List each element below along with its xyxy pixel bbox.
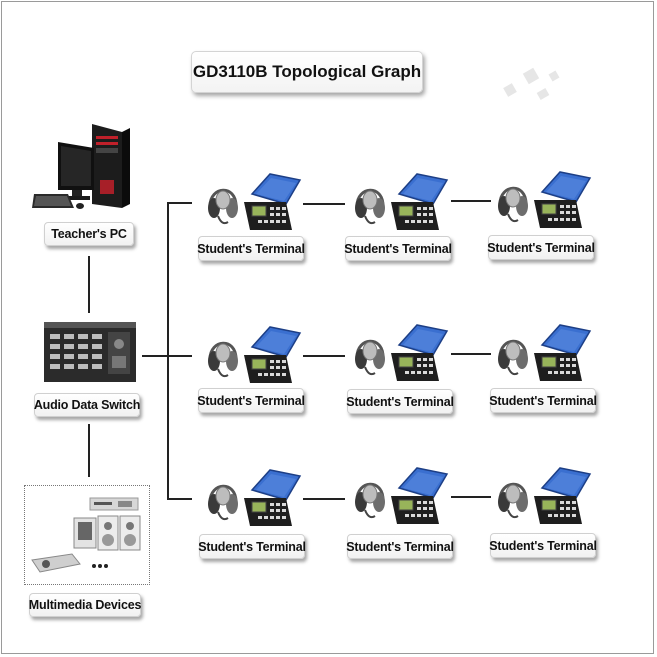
multimedia-devices-icon — [31, 497, 141, 573]
student-terminal-label-r1c2: Student's Terminal — [344, 236, 452, 261]
bus-vertical-connector — [167, 202, 169, 499]
student-terminal-label-r2c3: Student's Terminal — [489, 388, 597, 413]
terminal-device-icon — [534, 467, 592, 524]
multimedia-devices-box — [24, 485, 150, 585]
decorative-mark — [503, 67, 560, 100]
student-terminal-icon-r2c3 — [498, 324, 592, 381]
student-terminal-label-r1c1: Student's Terminal — [197, 236, 305, 261]
row3-link-2 — [451, 496, 491, 498]
student-terminal-icon-r1c1 — [208, 173, 302, 230]
student-terminal-icon-r2c1 — [208, 326, 302, 383]
student-terminal-label-r1c3: Student's Terminal — [487, 235, 595, 260]
terminal-device-icon — [534, 171, 592, 228]
student-terminal-icon-r1c3 — [498, 171, 592, 228]
student-terminal-label-r3c2: Student's Terminal — [346, 534, 454, 559]
student-terminal-icon-r2c2 — [355, 324, 449, 381]
terminal-device-icon — [244, 173, 302, 230]
terminal-device-icon — [534, 324, 592, 381]
headset-icon — [208, 188, 238, 225]
student-terminal-label-r3c1: Student's Terminal — [198, 534, 306, 559]
headset-icon — [498, 186, 528, 223]
diagram-title: GD3110B Topological Graph — [191, 51, 423, 93]
headset-icon — [208, 484, 238, 521]
terminal-device-icon — [244, 469, 302, 526]
student-terminal-label-r2c2: Student's Terminal — [346, 389, 454, 414]
audio-switch-rack-icon — [44, 322, 136, 382]
headset-icon — [355, 188, 385, 225]
row1-link-2 — [451, 200, 491, 202]
headset-icon — [355, 482, 385, 519]
student-terminal-icon-r3c2 — [355, 467, 449, 524]
pc-switch-connector — [88, 256, 90, 313]
terminal-device-icon — [391, 324, 449, 381]
bus-row1-connector — [167, 202, 192, 204]
student-terminal-label-r3c3: Student's Terminal — [489, 533, 597, 558]
student-terminal-icon-r1c2 — [355, 173, 449, 230]
audio-data-switch-label: Audio Data Switch — [34, 393, 140, 417]
teachers-pc-label: Teacher's PC — [44, 222, 134, 246]
terminal-device-icon — [391, 467, 449, 524]
row1-link-1 — [303, 203, 345, 205]
student-terminal-icon-r3c3 — [498, 467, 592, 524]
switch-devices-connector — [88, 424, 90, 477]
row2-link-2 — [451, 353, 491, 355]
terminal-device-icon — [391, 173, 449, 230]
pc-icon — [32, 124, 130, 209]
headset-icon — [208, 341, 238, 378]
row3-link-1 — [303, 498, 345, 500]
row2-link-1 — [303, 355, 345, 357]
bus-row3-connector — [167, 498, 192, 500]
student-terminal-label-r2c1: Student's Terminal — [197, 388, 305, 413]
student-terminal-icon-r3c1 — [208, 469, 302, 526]
terminal-device-icon — [244, 326, 302, 383]
multimedia-devices-label: Multimedia Devices — [29, 593, 141, 617]
headset-icon — [498, 339, 528, 376]
headset-icon — [355, 339, 385, 376]
headset-icon — [498, 482, 528, 519]
